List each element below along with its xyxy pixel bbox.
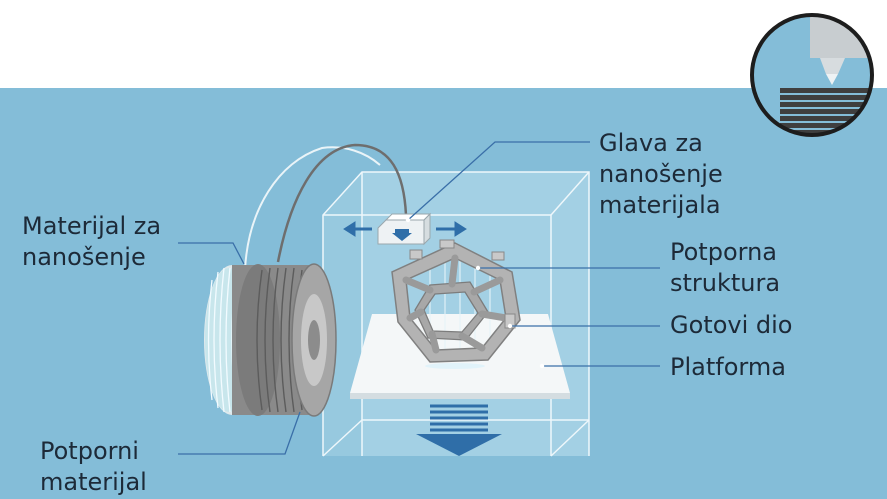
print-head-label-line-2: nanošenje — [599, 160, 723, 188]
leader-end-dots — [405, 217, 545, 369]
nozzle-zoom-inset — [750, 13, 874, 137]
deposition-material-label-line-2: nanošenje — [22, 243, 146, 271]
platform-down-arrow — [416, 404, 502, 456]
support-material-label-line-2: materijal — [40, 468, 147, 496]
deposition-material-label: Materijal za nanošenje — [22, 211, 161, 273]
print-head-label-line-3: materijala — [599, 191, 721, 219]
platform-label: Platforma — [670, 353, 786, 381]
support-structure-label: Potporna struktura — [670, 237, 780, 299]
support-material-label: Potporni materijal — [40, 436, 147, 498]
filament-tubes — [244, 143, 408, 271]
deposition-material-label-line-1: Materijal za — [22, 212, 162, 240]
support-structure-label-line-2: struktura — [670, 269, 781, 297]
leader-lines — [178, 141, 660, 455]
print-head-label: Glava za nanošenje materijala — [599, 128, 723, 221]
head-motion-arrows — [343, 221, 467, 237]
printed-part — [391, 239, 521, 369]
print-head — [377, 212, 432, 246]
print-head-label-line-1: Glava za — [599, 129, 703, 157]
support-structure-label-line-1: Potporna — [670, 238, 777, 266]
filament-spool — [204, 263, 337, 417]
support-material-label-line-1: Potporni — [40, 437, 139, 465]
finished-part-label: Gotovi dio — [670, 311, 793, 339]
